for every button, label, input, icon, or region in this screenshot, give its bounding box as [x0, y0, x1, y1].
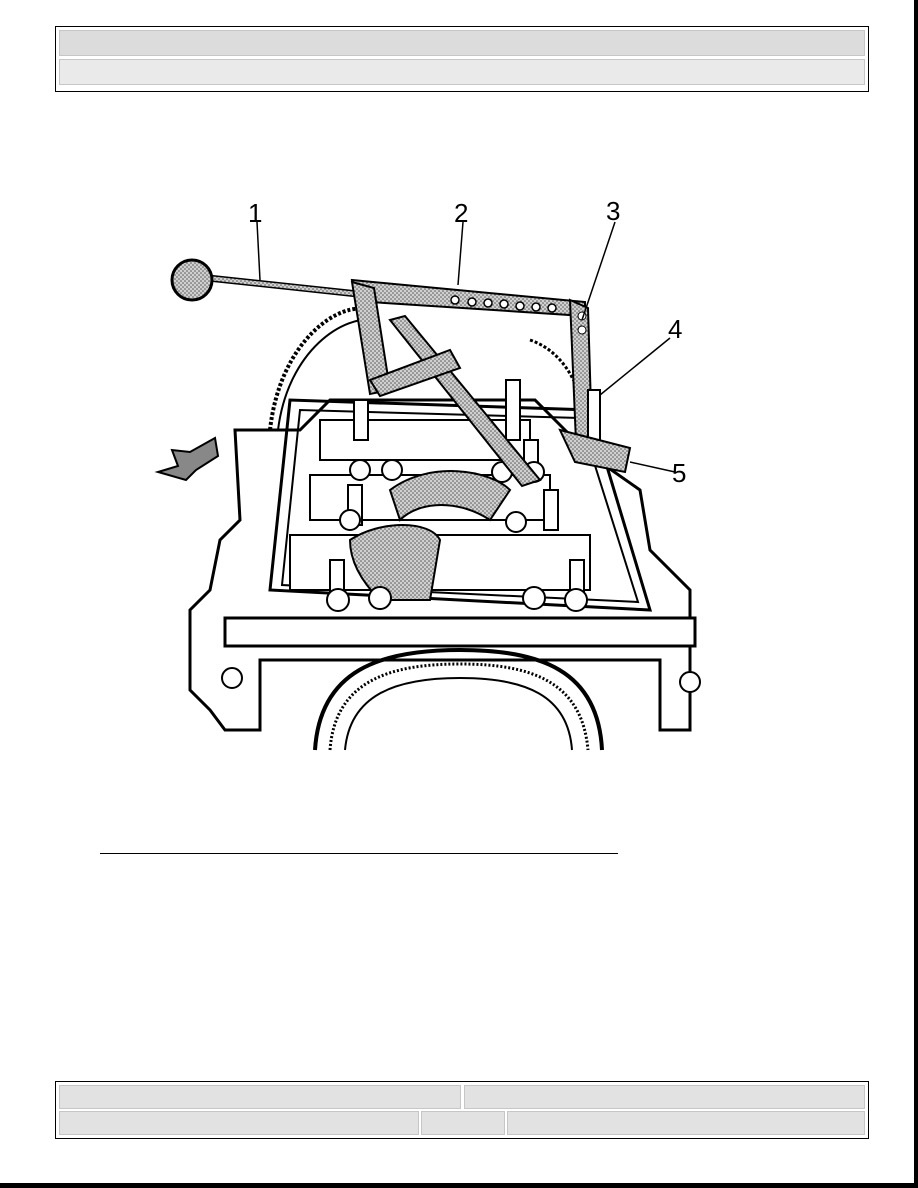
crankshaft-counterweight [388, 470, 512, 522]
main-bearing-bolts [221, 379, 701, 693]
callout-5: 5 [672, 458, 687, 488]
footer-cell-1 [59, 1085, 461, 1109]
caption-rule [100, 853, 618, 854]
footer-cell-3 [59, 1111, 419, 1135]
callout-1: 1 [248, 198, 263, 228]
footer-cell-4 [421, 1111, 505, 1135]
callout-3: 3 [606, 196, 621, 226]
engine-illustration: 1 2 3 4 5 [130, 190, 710, 760]
handle-knob [170, 258, 214, 302]
document-header [55, 26, 869, 92]
tool-plate [558, 428, 632, 474]
callout-2: 2 [454, 198, 469, 228]
callout-4: 4 [668, 314, 683, 344]
header-title-bar [59, 30, 865, 56]
tool-bolt [587, 389, 601, 441]
footer-cell-2 [464, 1085, 865, 1109]
document-footer [55, 1081, 869, 1139]
header-subtitle-bar [59, 59, 865, 85]
direction-arrow-icon [154, 436, 220, 482]
footer-cell-5 [507, 1111, 865, 1135]
crankshaft-pulley [313, 647, 604, 751]
crankshaft-tool-drawing [154, 221, 701, 751]
